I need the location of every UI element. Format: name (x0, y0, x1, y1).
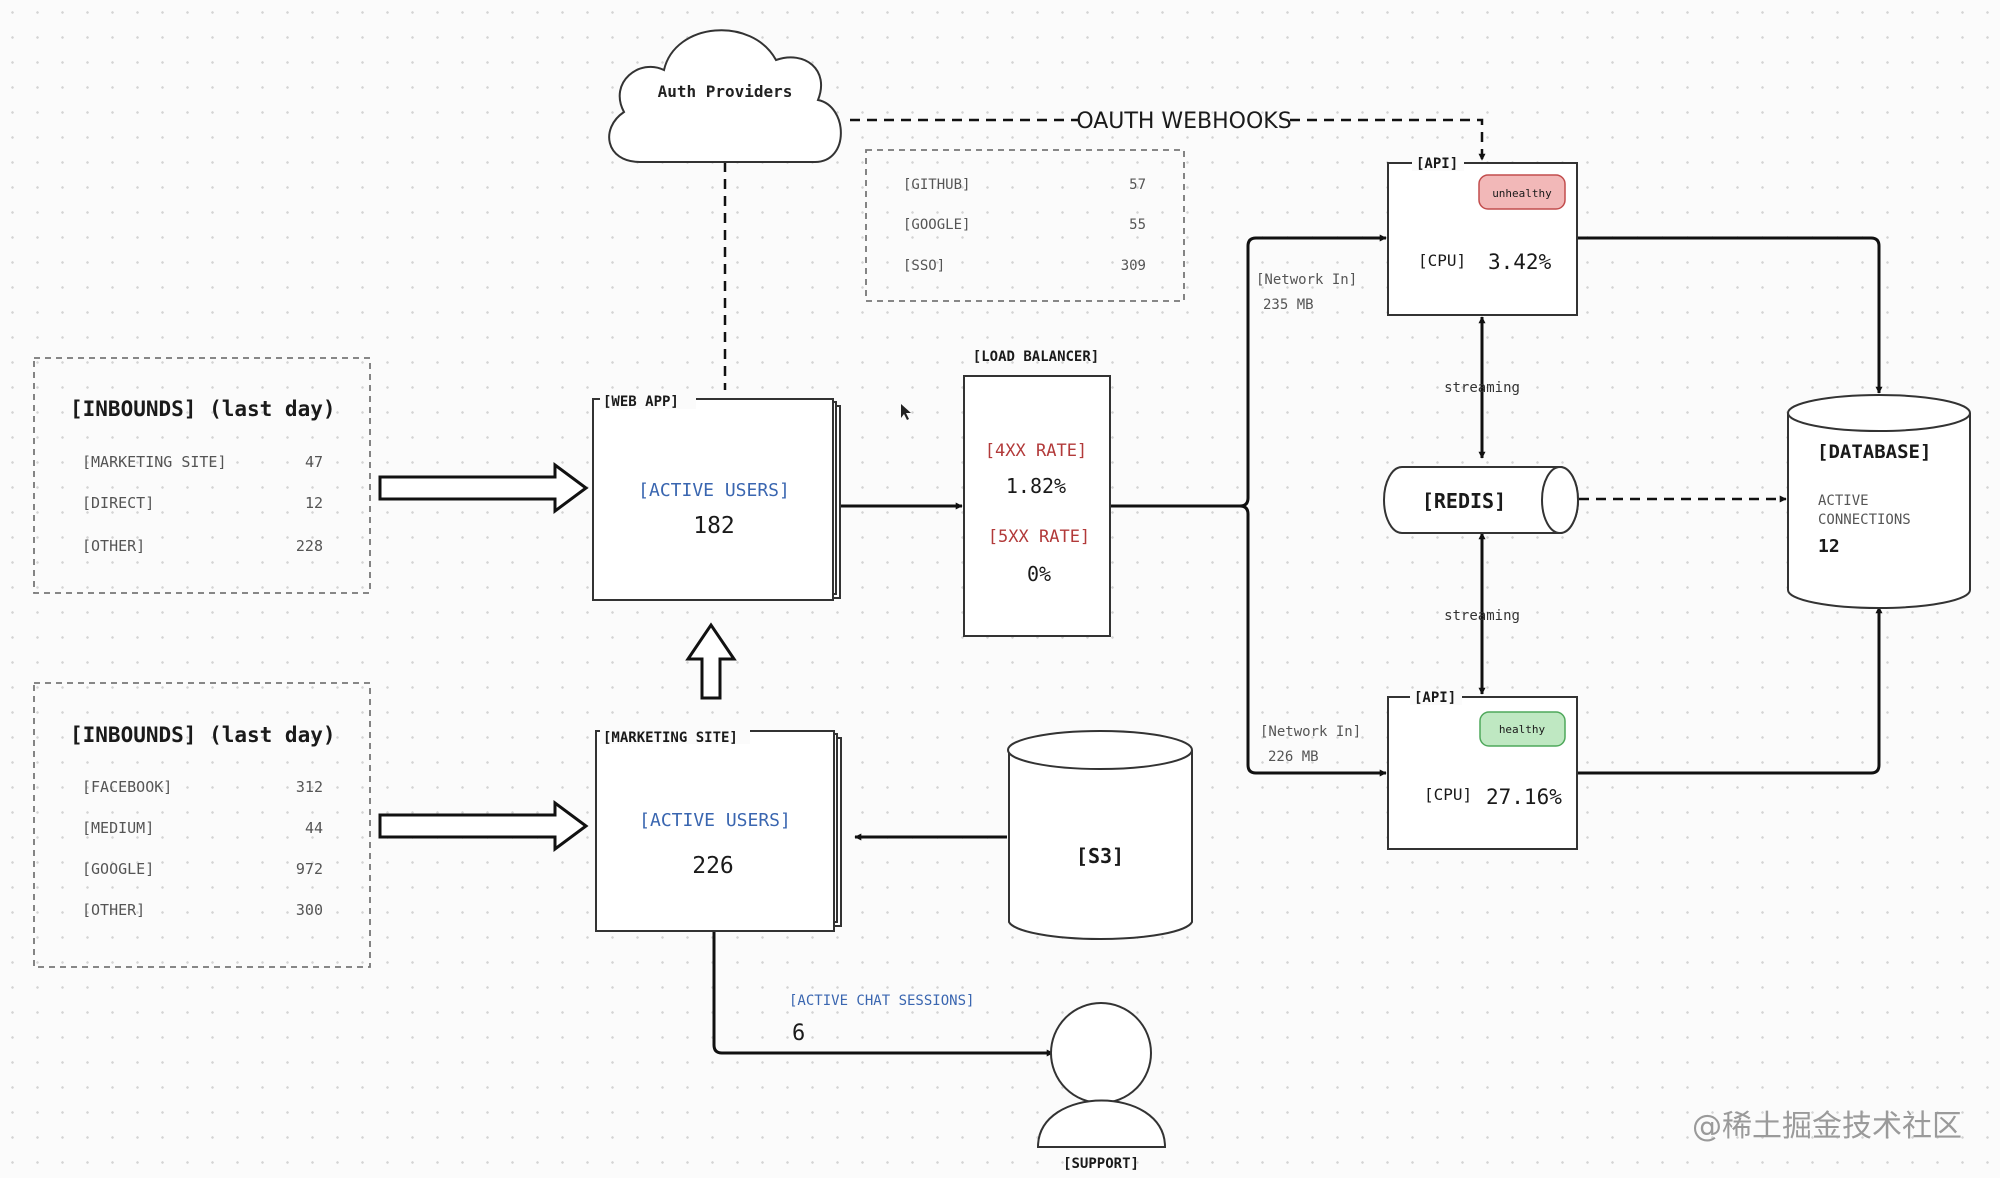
api-top-cpu-label: [CPU] (1418, 251, 1466, 270)
api-bottom-title: [API] (1414, 690, 1456, 706)
web-app-title: [WEB APP] (603, 394, 679, 410)
api-top-node: [API] unhealthy [CPU] 3.42% [Network In]… (1256, 155, 1578, 316)
inbounds-bottom-hollow-arrow (378, 800, 589, 852)
inbound-value: 312 (296, 778, 323, 796)
s3-node: [S3] (1007, 730, 1193, 941)
support-user-icon (1036, 1002, 1167, 1148)
inbound-name: [OTHER] (82, 901, 145, 919)
inbounds-top-hollow-arrow (378, 462, 589, 514)
inbound-row: [OTHER] 300 (82, 901, 323, 919)
inbound-row: [OTHER] 228 (82, 537, 323, 555)
lb-4xx-label: [4XX RATE] (985, 441, 1087, 461)
inbound-row: [GOOGLE] 972 (82, 860, 323, 878)
inbound-value: 47 (305, 453, 323, 471)
marketing-to-webapp-hollow-arrow (685, 622, 737, 700)
inbounds-title: [INBOUNDS] (last day) (70, 397, 336, 421)
inbound-value: 972 (296, 860, 323, 878)
stream-label: streaming (1444, 608, 1520, 624)
api-bottom-to-db-connector (1577, 606, 1883, 775)
marketing-site-metric-label: [ACTIVE USERS] (639, 810, 791, 831)
marketing-site-metric-value: 226 (692, 853, 734, 879)
auth-providers-cloud (608, 29, 842, 163)
api-bottom-network-label: [Network In] (1260, 724, 1361, 740)
provider-name: [GITHUB] (903, 177, 970, 193)
inbound-row: [FACEBOOK] 312 (82, 778, 323, 796)
api-bottom-cpu-value: 27.16% (1486, 785, 1562, 809)
load-balancer-title: [LOAD BALANCER] (973, 349, 1099, 365)
inbound-name: [MEDIUM] (82, 819, 154, 837)
inbound-row: [MARKETING SITE] 47 (82, 453, 323, 471)
database-conn-label: CONNECTIONS (1818, 512, 1911, 528)
inbound-name: [DIRECT] (82, 494, 154, 512)
marketing-site-title: [MARKETING SITE] (603, 730, 738, 746)
inbound-value: 44 (305, 819, 323, 837)
redis-label: [REDIS] (1422, 489, 1506, 513)
marketing-to-support-connector (712, 931, 1054, 1057)
provider-name: [GOOGLE] (903, 217, 970, 233)
inbound-name: [FACEBOOK] (82, 778, 172, 796)
api-bottom-cpu-label: [CPU] (1424, 785, 1472, 804)
auth-providers-label: Auth Providers (658, 82, 793, 101)
provider-row: [SSO] 309 (903, 258, 1146, 274)
lb-to-api-bottom-connector (1239, 504, 1387, 777)
provider-row: [GOOGLE] 55 (903, 217, 1146, 233)
api-top-cpu-value: 3.42% (1488, 250, 1552, 274)
api-top-title: [API] (1416, 156, 1458, 172)
api-bottom-network-value: 226 MB (1268, 749, 1319, 765)
chat-sessions-label: [ACTIVE CHAT SESSIONS] (789, 993, 974, 1009)
web-app-node: [WEB APP] [ACTIVE USERS] 182 (592, 393, 841, 601)
status-badge-label: healthy (1499, 723, 1546, 736)
database-conn-value: 12 (1818, 536, 1840, 557)
inbound-row: [DIRECT] 12 (82, 494, 323, 512)
api-bottom-node: [API] healthy [CPU] 27.16% [Network In] … (1260, 689, 1578, 850)
support-label: [SUPPORT] (1063, 1156, 1139, 1172)
inbounds-panel (33, 357, 371, 594)
inbound-name: [GOOGLE] (82, 860, 154, 878)
inbounds-panel (33, 682, 371, 968)
database-title: [DATABASE] (1817, 441, 1931, 463)
provider-value: 55 (1129, 217, 1146, 233)
oauth-webhooks-connector-right (1290, 118, 1486, 161)
s3-label: [S3] (1076, 844, 1124, 868)
inbound-value: 300 (296, 901, 323, 919)
inbound-name: [OTHER] (82, 537, 145, 555)
provider-row: [GITHUB] 57 (903, 177, 1146, 193)
lb-5xx-label: [5XX RATE] (988, 527, 1090, 547)
web-app-metric-value: 182 (693, 513, 735, 539)
lb-5xx-value: 0% (1027, 562, 1051, 586)
status-badge-label: unhealthy (1492, 187, 1552, 200)
provider-value: 309 (1121, 258, 1146, 274)
mouse-cursor-icon (901, 404, 911, 420)
inbound-value: 228 (296, 537, 323, 555)
database-conn-label: ACTIVE (1818, 493, 1869, 509)
api-top-to-db-connector (1577, 236, 1883, 394)
load-balancer-node: [LOAD BALANCER] [4XX RATE] 1.82% [5XX RA… (963, 349, 1111, 637)
chat-sessions-value: 6 (792, 1021, 805, 1046)
lb-4xx-value: 1.82% (1006, 474, 1066, 498)
status-badge (1478, 174, 1566, 210)
stream-label: streaming (1444, 380, 1520, 396)
provider-name: [SSO] (903, 258, 945, 274)
database-node: [DATABASE] ACTIVE CONNECTIONS 12 (1787, 394, 1971, 609)
providers-panel (865, 149, 1185, 302)
api-top-network-label: [Network In] (1256, 272, 1357, 288)
oauth-webhooks-label: OAUTH WEBHOOKS (1076, 109, 1291, 134)
status-badge (1479, 711, 1566, 747)
provider-value: 57 (1129, 177, 1146, 193)
inbound-name: [MARKETING SITE] (82, 453, 227, 471)
inbound-row: [MEDIUM] 44 (82, 819, 323, 837)
marketing-site-node: [MARKETING SITE] [ACTIVE USERS] 226 (595, 728, 842, 932)
inbound-value: 12 (305, 494, 323, 512)
redis-node: [REDIS] (1383, 466, 1579, 534)
api-top-network-value: 235 MB (1263, 297, 1314, 313)
watermark-text: @稀土掘金技术社区 (1692, 1109, 1962, 1144)
web-app-metric-label: [ACTIVE USERS] (638, 480, 790, 501)
inbounds-title: [INBOUNDS] (last day) (70, 723, 336, 747)
